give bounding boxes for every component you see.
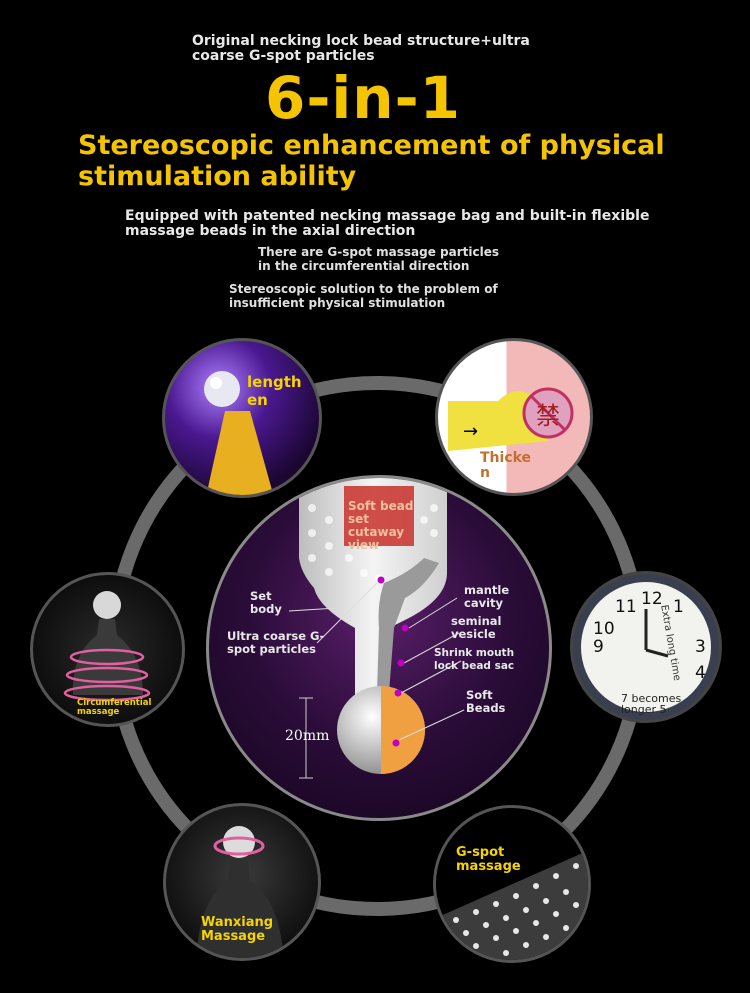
thicken-line: Thicke <box>480 450 532 466</box>
lengthen-line: en <box>247 391 268 409</box>
description-1-line-2: massage beads in the axial direction <box>125 223 416 239</box>
cutaway-label-line: Soft bead <box>348 499 414 513</box>
g-spot-line: massage <box>456 859 521 874</box>
circumferential-label: Circumferential massage <box>77 699 151 717</box>
lengthen-line: length <box>247 373 302 391</box>
circumferential-line: Circumferential <box>77 698 152 708</box>
description-2-line-1: There are G-spot massage particles <box>258 245 500 259</box>
set-body-line: Set <box>250 589 272 603</box>
headline: Stereoscopic enhancement of physical sti… <box>78 130 665 192</box>
lengthen-illustration <box>204 371 274 495</box>
wanxiang-line: Massage <box>201 929 266 944</box>
circumferential-massage-feature: Circumferential massage <box>30 572 185 727</box>
svg-text:12: 12 <box>641 589 663 609</box>
svg-text:11: 11 <box>615 597 637 617</box>
subtitle-line-2: coarse G-spot particles <box>192 48 375 64</box>
circumferential-line: massage <box>77 707 120 717</box>
soft-beads-line: Beads <box>466 701 506 715</box>
forbidden-icon: 禁 <box>536 402 560 430</box>
wanxiang-line: Wanxiang <box>201 915 274 930</box>
lengthen-label: length en <box>247 373 302 409</box>
circumferential-illustration <box>63 591 151 702</box>
thicken-line: n <box>480 465 490 481</box>
thicken-feature: 禁 → Thicke n <box>435 338 593 496</box>
description-3-line-1: Stereoscopic solution to the problem of <box>229 282 498 296</box>
g-spot-illustration <box>436 850 588 960</box>
cutaway-label-line: set <box>348 512 370 526</box>
lengthen-feature: length en <box>162 338 322 498</box>
big-title: 6-in-1 <box>265 64 462 132</box>
wanxiang-illustration <box>196 826 284 958</box>
seminal-line: seminal <box>451 614 502 628</box>
set-body-line: body <box>250 602 282 616</box>
wanxiang-label: Wanxiang Massage <box>201 916 273 944</box>
ultra-coarse-line: Ultra coarse G- <box>227 629 325 643</box>
svg-text:3: 3 <box>695 637 706 657</box>
mantle-line: cavity <box>464 596 504 610</box>
set-body-label: Set body <box>250 590 282 616</box>
cutaway-label-line: view <box>348 538 380 552</box>
dimension-label: 20mm <box>285 728 330 744</box>
mantle-cavity-label: mantle cavity <box>464 584 509 610</box>
mantle-line: mantle <box>464 583 510 597</box>
wanxiang-massage-feature: Wanxiang Massage <box>163 803 321 961</box>
thicken-label: Thicke n <box>480 451 531 481</box>
headline-line-2: stimulation ability <box>78 161 357 192</box>
clock-caption-line: 7 becomes <box>621 692 682 705</box>
subtitle: Original necking lock bead structure+ult… <box>192 34 530 64</box>
seminal-vesicle-label: seminal vesicle <box>451 615 501 641</box>
sleeve-illustration <box>288 478 465 779</box>
cutaway-label-line: cutaway <box>348 525 405 539</box>
clock-caption: 7 becomes longer 5 <box>621 693 681 715</box>
seminal-line: vesicle <box>451 627 496 641</box>
description-2: There are G-spot massage particles in th… <box>258 245 499 273</box>
g-spot-line: G-spot <box>456 845 505 860</box>
shrink-line: Shrink mouth <box>434 647 515 659</box>
soft-beads-line: Soft <box>466 688 493 702</box>
svg-text:1: 1 <box>673 597 684 617</box>
shrink-line: lock bead sac <box>434 660 515 672</box>
ultra-coarse-label: Ultra coarse G- spot particles <box>227 630 324 656</box>
subtitle-line-1: Original necking lock bead structure+ult… <box>192 33 530 49</box>
thicken-illustration <box>448 387 574 451</box>
svg-text:10: 10 <box>593 619 615 639</box>
svg-text:4: 4 <box>695 663 706 683</box>
ultra-coarse-line: spot particles <box>227 642 316 656</box>
headline-line-1: Stereoscopic enhancement of physical <box>78 130 665 161</box>
description-3-line-2: insufficient physical stimulation <box>229 296 446 310</box>
cutaway-diagram: Soft bead set cutaway view Set body Ultr… <box>206 475 552 821</box>
cutaway-label: Soft bead set cutaway view <box>348 500 413 552</box>
svg-text:9: 9 <box>593 637 604 657</box>
clock-caption-line: longer 5 <box>621 703 667 716</box>
arrow-icon: → <box>463 421 479 442</box>
clock-icon: 12 13 4 910 11 <box>593 589 706 683</box>
description-1-line-1: Equipped with patented necking massage b… <box>125 208 650 224</box>
description-1: Equipped with patented necking massage b… <box>125 209 649 239</box>
description-2-line-2: in the circumferential direction <box>258 259 470 273</box>
g-spot-label: G-spot massage <box>456 846 521 874</box>
soft-beads-label: Soft Beads <box>466 689 505 715</box>
g-spot-massage-feature: G-spot massage <box>433 805 591 963</box>
description-3: Stereoscopic solution to the problem of … <box>229 282 498 310</box>
shrink-mouth-label: Shrink mouth lock bead sac <box>434 647 514 673</box>
